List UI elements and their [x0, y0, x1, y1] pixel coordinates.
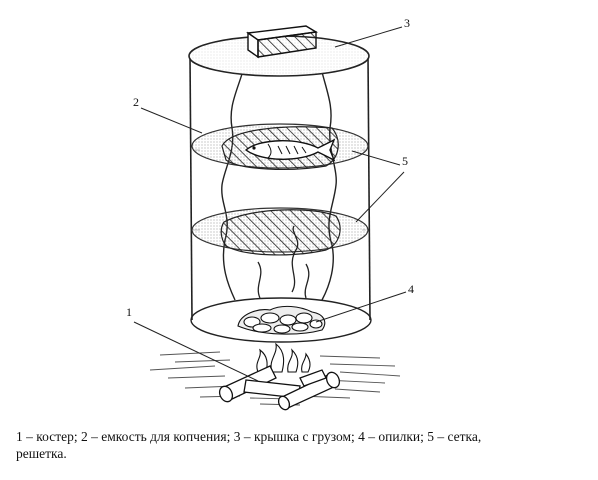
- smoker-diagram: 1 2 3 4 5: [126, 16, 414, 411]
- label-3: 3: [404, 16, 410, 30]
- label-2: 2: [133, 95, 139, 109]
- upper-rack: [191, 123, 369, 170]
- flame-icon: [256, 342, 311, 373]
- weight-block: [246, 25, 319, 59]
- rack-supports: [221, 63, 337, 301]
- label-1: 1: [126, 305, 132, 319]
- fish-icon: [244, 138, 336, 162]
- smoke-lines: [257, 225, 310, 299]
- label-4: 4: [408, 282, 414, 296]
- figure-caption: 1 – костер; 2 – емкость для копчения; 3 …: [16, 428, 584, 462]
- sawdust-pile: [237, 305, 326, 335]
- lower-rack: [191, 207, 369, 256]
- caption-line-2: решетка.: [16, 446, 67, 461]
- label-5: 5: [402, 154, 408, 168]
- leader-lines: [133, 26, 407, 382]
- campfire: [218, 342, 341, 411]
- caption-line-1: 1 – костер; 2 – емкость для копчения; 3 …: [16, 429, 482, 444]
- smoking-container: [189, 55, 372, 343]
- firewood-logs: [218, 365, 341, 411]
